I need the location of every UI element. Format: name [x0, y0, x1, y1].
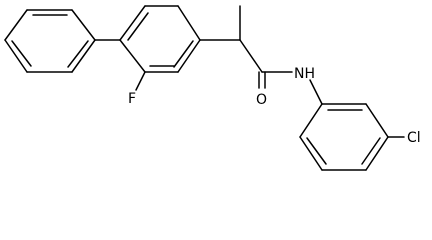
- atom-label-f: F: [128, 91, 136, 107]
- bond: [177, 39, 201, 73]
- structure-canvas: F NH O Cl: [4, 5, 421, 171]
- bond: [71, 39, 96, 73]
- atom-label-o: O: [256, 92, 267, 108]
- bond: [299, 103, 323, 138]
- bond: [71, 9, 96, 41]
- chlorophenyl-ring: [299, 103, 389, 171]
- bond: [365, 103, 389, 138]
- double-bond-inner: [127, 12, 149, 41]
- fluorophenyl-ring: [119, 5, 201, 73]
- c-f-bond: [135, 71, 146, 91]
- atom-label-nh: NH: [294, 66, 315, 82]
- double-bond-inner: [361, 137, 381, 165]
- bond: [119, 5, 146, 41]
- molecule-diagram: F NH O Cl: [4, 5, 421, 171]
- bond: [4, 39, 28, 73]
- double-bond-inner: [306, 137, 327, 165]
- bond: [365, 136, 389, 171]
- bond: [299, 136, 323, 171]
- double-bond-inner: [67, 40, 89, 68]
- bond: [177, 5, 201, 41]
- double-bond-inner: [173, 40, 194, 68]
- n-aryl-bond: [309, 79, 323, 105]
- bond: [119, 39, 146, 73]
- phenyl-ring-left: [4, 9, 96, 73]
- double-bond-inner: [11, 40, 32, 67]
- bond: [4, 9, 28, 41]
- ch-carbonyl-bond: [239, 39, 263, 73]
- atom-label-cl: Cl: [407, 130, 421, 146]
